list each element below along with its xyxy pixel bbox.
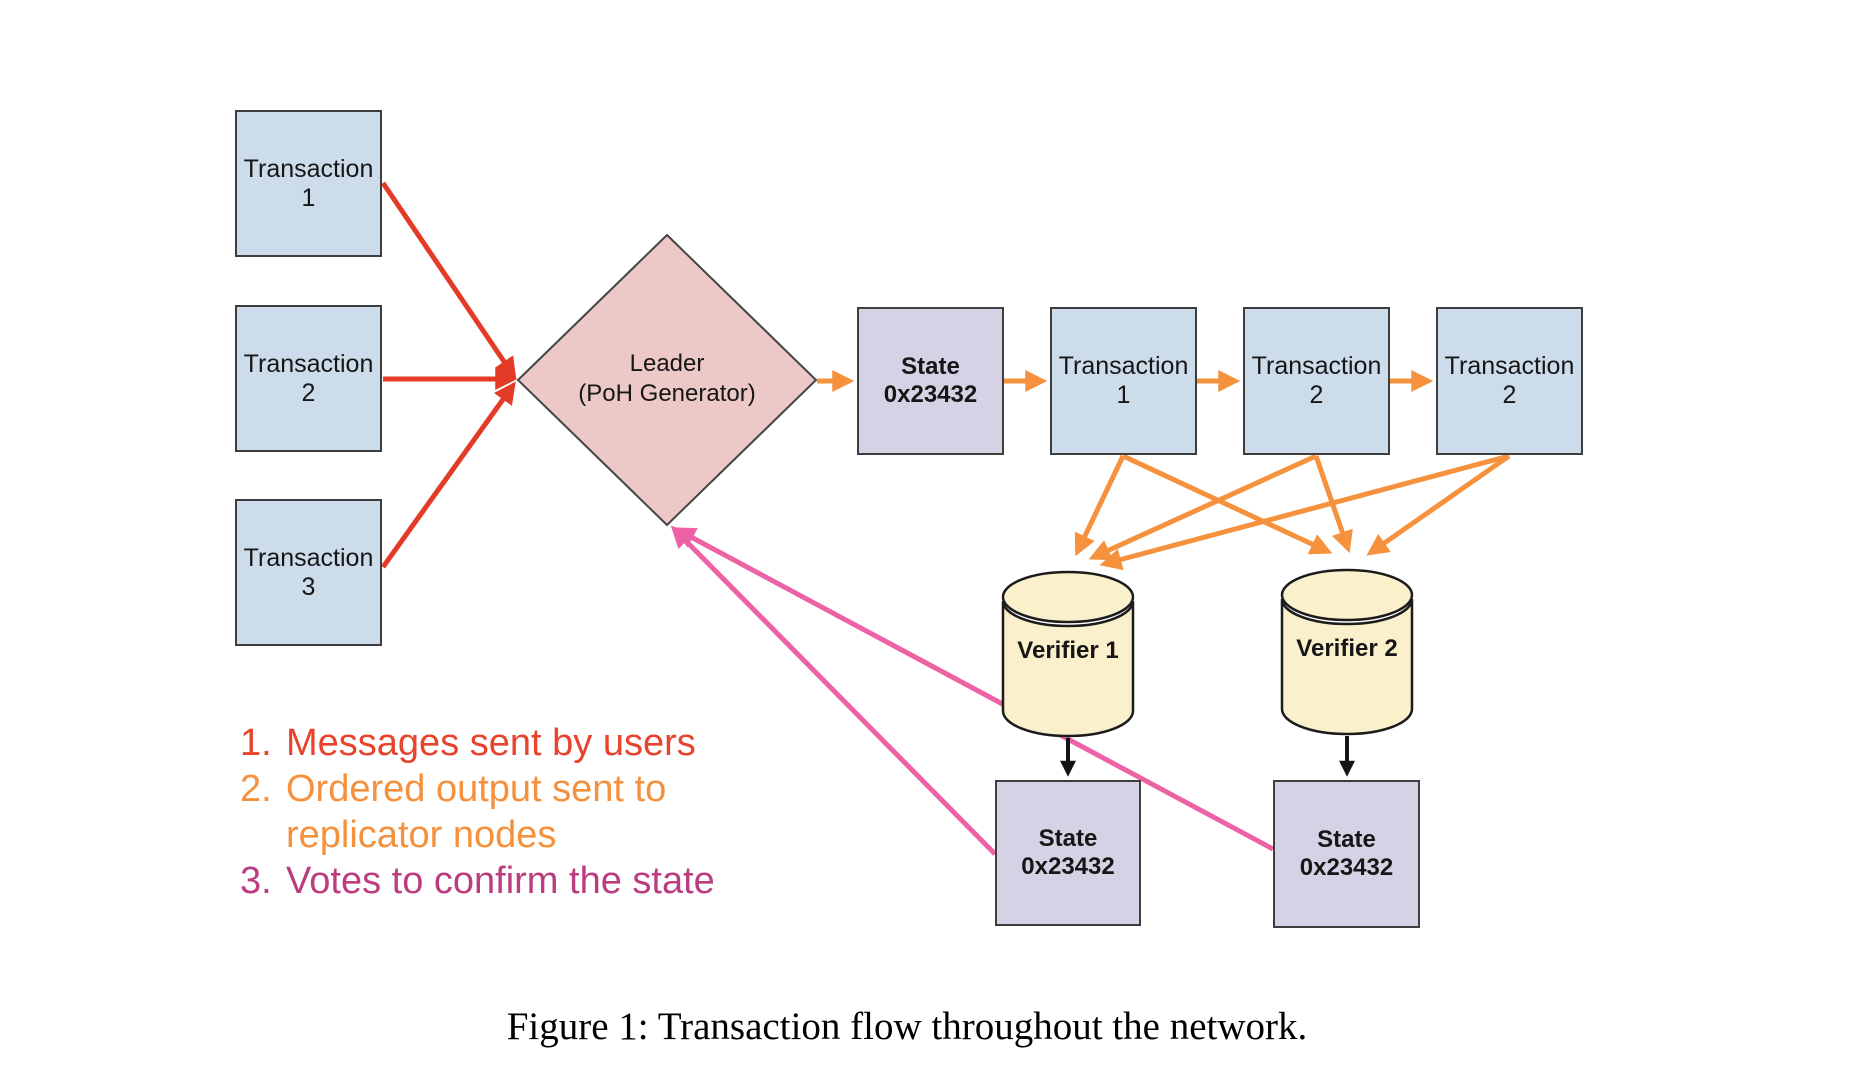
node-user-transaction-1: Transaction 1 (235, 110, 382, 257)
node-label: Transaction (1444, 352, 1575, 380)
node-label-num: 1 (301, 183, 316, 212)
node-verifier-1-label: Verifier 1 (1017, 637, 1119, 664)
node-label-num: 2 (301, 378, 316, 407)
orange-arrow-ctx2-to-verifier1 (1088, 453, 1318, 561)
figure-caption: Figure 1: Transaction flow throughout th… (506, 1005, 1308, 1048)
red-arrow-tx3-to-leader (380, 381, 516, 569)
node-chain-transaction-3: Transaction 2 (1436, 307, 1583, 455)
orange-arrow-ctx3-to-verifier2 (1366, 453, 1511, 556)
node-label-num: 2 (1309, 381, 1324, 409)
legend: 1. Messages sent by users 2. Ordered out… (240, 720, 722, 904)
node-chain-state: State 0x23432 (857, 307, 1004, 455)
pink-arrow-state1-to-leader (670, 525, 997, 856)
orange-arrow-ctx3-to-verifier1 (1099, 453, 1510, 571)
legend-text: Votes to confirm the state (286, 860, 715, 902)
node-user-transaction-2: Transaction 2 (235, 305, 382, 452)
node-label: Transaction (1251, 352, 1382, 380)
node-verifier-2-label: Verifier 2 (1296, 635, 1398, 662)
leader-title: Leader (629, 350, 705, 377)
node-label: State (1317, 826, 1376, 854)
legend-item-votes: 3. Votes to confirm the state (240, 858, 722, 904)
node-leader-label: Leader (PoH Generator) (517, 349, 817, 409)
red-arrow-tx1-to-leader (380, 181, 517, 380)
verifier-state-arrows (1060, 736, 1355, 777)
leader-subtitle: (PoH Generator) (578, 380, 756, 407)
node-label-num: 2 (1502, 381, 1517, 409)
vote-arrows (670, 525, 1275, 856)
ordered-output-arrows (817, 369, 1511, 571)
node-chain-transaction-2: Transaction 2 (1243, 307, 1390, 455)
legend-number: 1. (240, 722, 272, 764)
node-chain-transaction-1: Transaction 1 (1050, 307, 1197, 455)
user-message-arrows (380, 181, 518, 569)
verifier-1-body (1001, 600, 1135, 738)
legend-number: 3. (240, 860, 272, 902)
leader-diamond-shape (516, 233, 818, 527)
node-verifier-2-state: State 0x23432 (1273, 780, 1420, 928)
legend-number: 2. (240, 768, 272, 810)
verifier-2-lid (1280, 568, 1414, 622)
pink-arrow-state2-to-leader (673, 527, 1275, 852)
orange-arrow-ctx2-to-verifier2 (1313, 455, 1353, 554)
node-label: Transaction (1058, 352, 1189, 380)
node-label-num: 3 (301, 572, 316, 601)
verifier-1-lid (1001, 570, 1135, 624)
verifier-2-body (1280, 598, 1414, 736)
legend-item-ordered-output: 2. Ordered output sent to replicator nod… (240, 766, 722, 858)
node-label: State (1038, 825, 1098, 853)
node-label-num: 0x23432 (1299, 854, 1394, 881)
node-label: State (901, 353, 960, 381)
legend-text: Messages sent by users (286, 722, 696, 764)
node-verifier-1-state: State 0x23432 (995, 780, 1141, 926)
verifier-cylinders (1001, 568, 1414, 738)
node-label: Transaction (243, 349, 374, 378)
node-label: Transaction (243, 543, 374, 572)
node-user-transaction-3: Transaction 3 (235, 499, 382, 646)
node-label-num: 0x23432 (1021, 853, 1115, 880)
node-label: Transaction (243, 154, 374, 183)
node-label-num: 1 (1116, 381, 1131, 409)
orange-arrow-ctx1-to-verifier1 (1074, 454, 1126, 557)
legend-item-user-messages: 1. Messages sent by users (240, 720, 722, 766)
node-label-num: 0x23432 (883, 381, 978, 408)
legend-text: Ordered output sent to replicator nodes (286, 768, 667, 856)
